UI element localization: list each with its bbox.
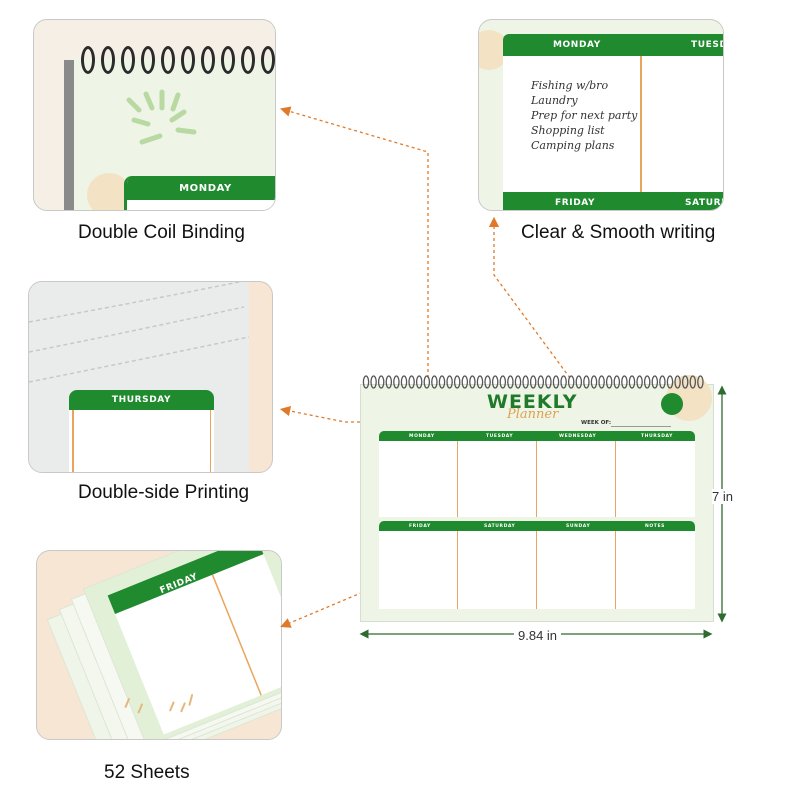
- stacked-sheets: [46, 551, 281, 739]
- caption-double-side: Double-side Printing: [78, 482, 250, 503]
- caption-coil-binding: Double Coil Binding: [78, 222, 245, 243]
- hand-line-2: Laundry: [531, 94, 578, 107]
- writing-tuesday-label: TUESDAY: [691, 40, 723, 50]
- writing-top-bar: MONDAY TUESDAY: [503, 34, 723, 56]
- top-grid: MONDAY TUESDAY WEDNESDAY THURSDAY: [379, 431, 695, 517]
- grid-sunday: SUNDAY: [566, 523, 591, 529]
- hand-line-5: Camping plans: [531, 139, 615, 152]
- bottom-grid: FRIDAY SATURDAY SUNDAY NOTES: [379, 521, 695, 609]
- grid-friday: FRIDAY: [409, 523, 431, 529]
- coil-rings: [79, 42, 275, 82]
- notebook-edge: [64, 60, 76, 210]
- caption-writing: Clear & Smooth writing: [521, 222, 716, 243]
- writing-saturday-label: SATURDAY: [685, 198, 723, 208]
- writing-divider: [640, 56, 642, 192]
- monday-tab: MONDAY: [124, 176, 275, 210]
- planner-subtitle: Planner: [507, 407, 559, 422]
- writing-bottom-bar: FRIDAY SATURDAY: [503, 192, 723, 210]
- caption-sheets: 52 Sheets: [104, 762, 190, 783]
- week-of-label: WEEK OF:: [581, 420, 612, 426]
- swirl-decoration: [87, 89, 197, 210]
- grid-wednesday: WEDNESDAY: [559, 433, 597, 439]
- height-label: 7 in: [712, 489, 733, 504]
- writing-panel: MONDAY TUESDAY Fishing w/bro Laundry Pre…: [478, 19, 724, 211]
- writing-friday-label: FRIDAY: [555, 198, 596, 208]
- writing-monday-label: MONDAY: [553, 40, 601, 50]
- grid-notes: NOTES: [645, 523, 665, 529]
- handwritten-list: Fishing w/bro Laundry Prep for next part…: [531, 78, 641, 153]
- hand-line-3: Prep for next party: [531, 109, 638, 122]
- planner-green-dot: [661, 393, 683, 415]
- double-side-panel: THURSDAY: [28, 281, 273, 473]
- width-label: 9.84 in: [514, 628, 562, 643]
- monday-label: MONDAY: [179, 182, 232, 194]
- grid-thursday: THURSDAY: [641, 433, 674, 439]
- planner-title: WEEKLY: [487, 391, 578, 413]
- weekly-planner: WEEKLY Planner WEEK OF: MONDAY TUESDAY W…: [360, 375, 714, 622]
- white-sheet: [503, 38, 723, 210]
- grid-saturday: SATURDAY: [484, 523, 516, 529]
- grid-tuesday: TUESDAY: [486, 433, 514, 439]
- grid-monday: MONDAY: [409, 433, 435, 439]
- week-of-line: [611, 426, 671, 427]
- coil-binding-panel: MONDAY: [33, 19, 276, 211]
- hand-line-1: Fishing w/bro: [531, 79, 609, 92]
- hand-line-4: Shopping list: [531, 124, 605, 137]
- thursday-page: THURSDAY: [69, 390, 214, 472]
- dashed-lines: [29, 282, 250, 383]
- sheets-panel: FRIDAY: [36, 550, 282, 740]
- thursday-label: THURSDAY: [111, 395, 172, 405]
